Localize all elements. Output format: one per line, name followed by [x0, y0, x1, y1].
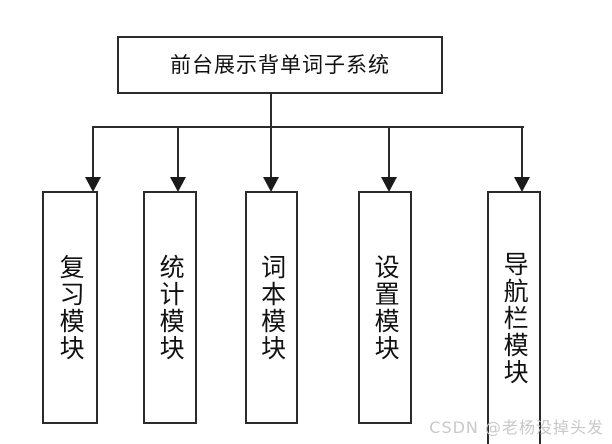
connector-drop-2	[177, 127, 179, 179]
module-node-label: 复习模块	[56, 253, 86, 362]
root-node-label: 前台展示背单词子系统	[170, 52, 390, 77]
module-node-box[interactable]: 复习模块	[42, 191, 98, 424]
module-node-label: 统计模块	[156, 253, 186, 362]
connector-drop-4	[388, 127, 390, 179]
connector-bus	[92, 126, 524, 128]
arrowhead-icon-3	[263, 177, 279, 192]
module-node-box[interactable]: 设置模块	[358, 191, 412, 424]
connector-drop-1	[92, 127, 94, 179]
module-node-label: 词本模块	[257, 253, 287, 362]
module-node-label: 导航栏模块	[500, 251, 530, 386]
arrowhead-icon-5	[514, 177, 530, 192]
module-node-box[interactable]: 词本模块	[245, 191, 298, 424]
module-node-label: 设置模块	[371, 253, 401, 362]
arrowhead-icon-4	[381, 177, 397, 192]
connector-drop-5	[521, 127, 523, 179]
arrowhead-icon-1	[85, 177, 101, 192]
connector-stem	[270, 94, 272, 127]
root-node-box[interactable]: 前台展示背单词子系统	[117, 36, 443, 94]
arrowhead-icon-2	[170, 177, 186, 192]
connector-drop-3	[270, 127, 272, 179]
module-node-box[interactable]: 统计模块	[143, 191, 197, 424]
module-node-box[interactable]: 导航栏模块	[487, 191, 541, 444]
